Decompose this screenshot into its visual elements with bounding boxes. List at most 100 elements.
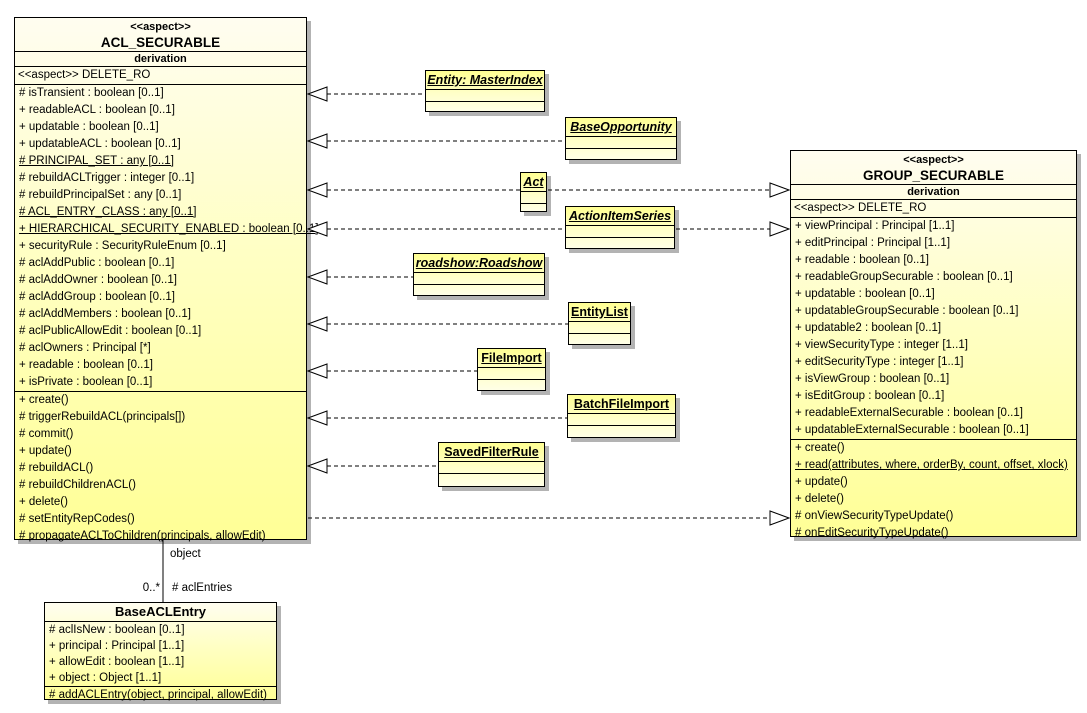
method-row: # setEntityRepCodes() [19,513,135,525]
acl-derivation-label: derivation [15,51,306,66]
method-row: # propagateACLToChildren(principals, all… [19,530,266,542]
association-role-object: object [170,548,201,560]
class-roadshow-roadshow[interactable]: roadshow:Roadshow [413,253,545,296]
class-baseaclentry[interactable]: BaseACLEntry # aclIsNew : boolean [0..1]… [44,602,277,701]
attribute-row: + readableGroupSecurable : boolean [0..1… [795,271,1013,283]
method-row: + delete() [795,493,844,505]
method-row: + update() [795,476,848,488]
acl-secondary-stereotype: <<aspect>> DELETE_RO [15,66,306,84]
class-name: roadshow:Roadshow [415,256,543,270]
attribute-row: # PRINCIPAL_SET : any [0..1] [19,155,174,167]
attribute-row: + HIERARCHICAL_SECURITY_ENABLED : boolea… [19,223,319,235]
attribute-row: + readable : boolean [0..1] [19,359,153,371]
method-row: # triggerRebuildACL(principals[]) [19,411,186,423]
attribute-row: # aclAddMembers : boolean [0..1] [19,308,191,320]
attribute-row: + updatable : boolean [0..1] [19,121,159,133]
baseaclentry-attributes-compartment: # aclIsNew : boolean [0..1] + principal … [45,621,276,686]
class-name: SavedFilterRule [444,445,539,459]
attribute-row: + readableExternalSecurable : boolean [0… [795,407,1023,419]
attribute-row: + viewPrincipal : Principal [1..1] [795,220,955,232]
hollow-triangle-arrowhead-icon [769,510,791,526]
attribute-row: # aclAddOwner : boolean [0..1] [19,274,177,286]
method-row: + read(attributes, where, orderBy, count… [795,459,1068,471]
method-row: # rebuildChildrenACL() [19,479,136,491]
class-name: EntityList [571,305,628,319]
attribute-row: + updatableExternalSecurable : boolean [… [795,424,1029,436]
attribute-row: + readableACL : boolean [0..1] [19,104,175,116]
class-name: ActionItemSeries [568,209,672,223]
association-multiplicity: 0..* [142,582,160,594]
class-name: BaseOpportunity [570,120,672,134]
class-name: BatchFileImport [573,397,670,411]
attribute-row: + updatable : boolean [0..1] [795,288,935,300]
attribute-row: + updatableACL : boolean [0..1] [19,138,181,150]
class-fileimport[interactable]: FileImport [477,348,546,391]
method-row: + create() [19,394,69,406]
attribute-row: # aclOwners : Principal [*] [19,342,151,354]
attribute-row: + object : Object [1..1] [49,672,162,684]
attribute-row: # aclAddGroup : boolean [0..1] [19,291,175,303]
class-name: Act [523,175,544,189]
group-derivation-label: derivation [791,184,1076,199]
method-row: # commit() [19,428,74,440]
class-actionitemseries[interactable]: ActionItemSeries [565,206,675,249]
acl-stereotype: <<aspect>> [130,21,191,33]
class-name: Entity: MasterIndex [427,73,543,87]
acl-attributes-compartment: # isTransient : boolean [0..1] + readabl… [15,84,319,391]
attribute-row: + principal : Principal [1..1] [49,640,185,652]
acl-class-name: ACL_SECURABLE [100,35,221,50]
association-role-aclentries: # aclEntries [172,582,233,594]
attribute-row: + updatableGroupSecurable : boolean [0..… [795,305,1019,317]
class-entitylist[interactable]: EntityList [568,302,631,345]
group-attributes-compartment: + viewPrincipal : Principal [1..1] + edi… [791,217,1076,439]
class-act[interactable]: Act [520,172,547,212]
class-acl-securable[interactable]: <<aspect>> ACL_SECURABLE derivation <<as… [14,17,319,542]
hollow-triangle-arrowhead-icon [769,182,791,198]
class-group-securable[interactable]: <<aspect>> GROUP_SECURABLE derivation <<… [790,150,1077,539]
attribute-row: # isTransient : boolean [0..1] [19,87,164,99]
method-row: + delete() [19,496,68,508]
attribute-row: + securityRule : SecurityRuleEnum [0..1] [19,240,226,252]
group-class-name: GROUP_SECURABLE [862,168,1005,183]
attribute-row: + isViewGroup : boolean [0..1] [795,373,950,385]
method-row: # onEditSecurityTypeUpdate() [795,527,949,539]
method-row: + update() [19,445,72,457]
hollow-triangle-arrowhead-icon [306,86,328,102]
hollow-triangle-arrowhead-icon [306,182,328,198]
attribute-row: + viewSecurityType : integer [1..1] [795,339,968,351]
class-batchfileimport[interactable]: BatchFileImport [567,394,676,438]
method-row: # addACLEntry(object, principal, allowEd… [49,689,267,701]
method-row: # onViewSecurityTypeUpdate() [795,510,954,522]
class-name: FileImport [481,351,542,365]
hollow-triangle-arrowhead-icon [306,316,328,332]
acl-methods-compartment: + create() # triggerRebuildACL(principal… [15,391,306,545]
attribute-row: # aclPublicAllowEdit : boolean [0..1] [19,325,202,337]
attribute-row: # rebuildACLTrigger : integer [0..1] [19,172,195,184]
attribute-row: # aclIsNew : boolean [0..1] [49,624,185,636]
hollow-triangle-arrowhead-icon [306,133,328,149]
hollow-triangle-arrowhead-icon [769,221,791,237]
class-baseopportunity[interactable]: BaseOpportunity [565,117,677,160]
attribute-row: + isPrivate : boolean [0..1] [19,376,153,388]
method-row: # rebuildACL() [19,462,94,474]
attribute-row: # aclAddPublic : boolean [0..1] [19,257,175,269]
hollow-triangle-arrowhead-icon [306,410,328,426]
attribute-row: + editSecurityType : integer [1..1] [795,356,964,368]
attribute-row: + editPrincipal : Principal [1..1] [795,237,951,249]
attribute-row: # rebuildPrincipalSet : any [0..1] [19,189,182,201]
hollow-triangle-arrowhead-icon [306,269,328,285]
method-row: + create() [795,442,845,454]
class-savedfilterrule[interactable]: SavedFilterRule [438,442,545,487]
attribute-row: + isEditGroup : boolean [0..1] [795,390,945,402]
attribute-row: + updatable2 : boolean [0..1] [795,322,942,334]
group-secondary-stereotype: <<aspect>> DELETE_RO [791,199,1076,217]
attribute-row: + allowEdit : boolean [1..1] [49,656,185,668]
group-stereotype: <<aspect>> [903,154,964,166]
attribute-row: + readable : boolean [0..1] [795,254,929,266]
class-entity-masterindex[interactable]: Entity: MasterIndex [425,70,545,112]
baseaclentry-class-name: BaseACLEntry [114,604,207,619]
attribute-row: # ACL_ENTRY_CLASS : any [0..1] [19,206,197,218]
group-methods-compartment: + create() + read(attributes, where, ord… [791,439,1076,542]
hollow-triangle-arrowhead-icon [306,458,328,474]
